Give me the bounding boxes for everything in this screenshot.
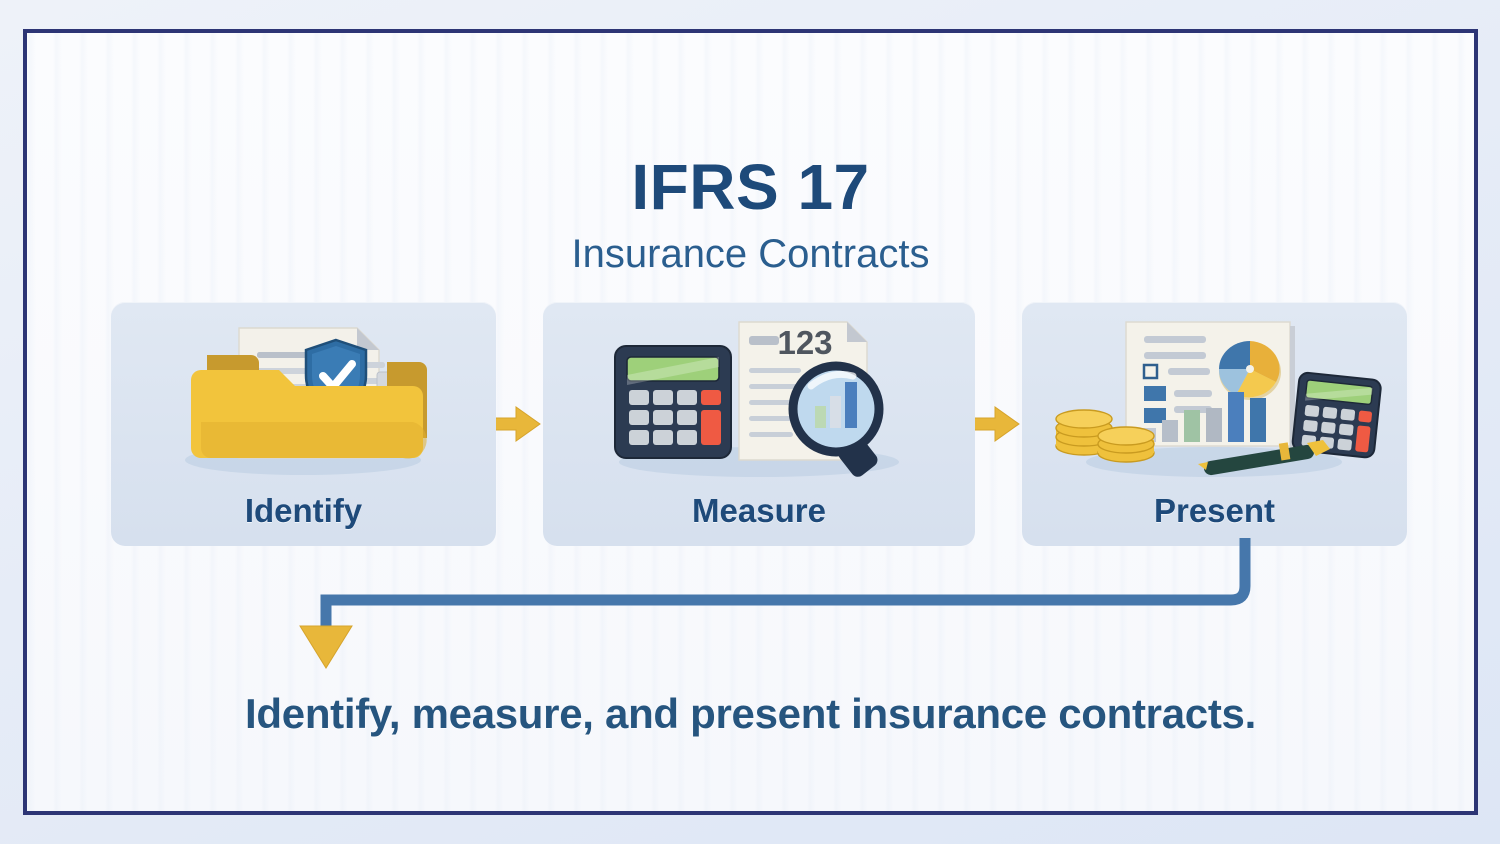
- poster-frame: IFRS 17 Insurance Contracts: [23, 29, 1478, 815]
- step-label-measure: Measure: [692, 492, 826, 529]
- step-card-measure[interactable]: 123: [543, 302, 975, 546]
- page-subtitle: Insurance Contracts: [571, 232, 930, 277]
- step-label-identify: Identify: [244, 492, 363, 529]
- arrow-identify-to-measure: [485, 302, 543, 546]
- title-block: IFRS 17 Insurance Contracts: [27, 151, 1474, 277]
- process-steps: Identify 123: [111, 302, 1421, 546]
- coin-stacks: [1055, 409, 1155, 463]
- step-card-identify[interactable]: Identify: [111, 302, 496, 546]
- report-coins-calculator-pen-icon: [1022, 310, 1407, 485]
- step-label-present: Present: [1153, 492, 1276, 529]
- calculator-icon: [614, 345, 732, 459]
- summary-caption: Identify, measure, and present insurance…: [245, 690, 1256, 737]
- checkbox-icon: [1142, 363, 1159, 380]
- folder-documents-shield-icon: [111, 310, 496, 485]
- calculator-document-magnifier-icon: 123: [543, 310, 975, 485]
- magnifier-bar-chart-icon: [788, 361, 884, 477]
- pen-icon: [1198, 440, 1330, 476]
- document-number: 123: [777, 324, 832, 361]
- page-title: IFRS 17: [631, 151, 870, 223]
- arrow-measure-to-present: [964, 302, 1022, 546]
- step-card-present[interactable]: Present: [1022, 302, 1407, 546]
- pie-chart: [1218, 341, 1281, 400]
